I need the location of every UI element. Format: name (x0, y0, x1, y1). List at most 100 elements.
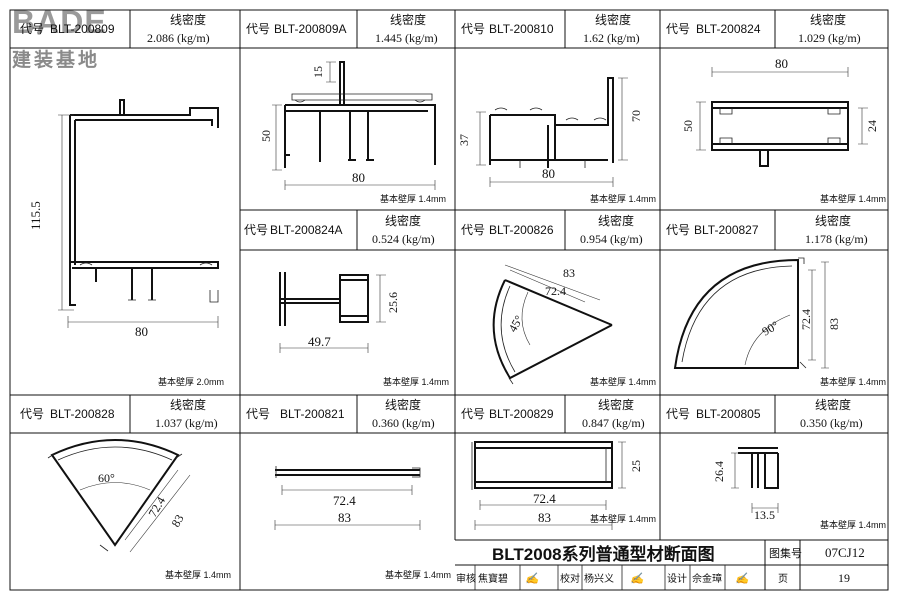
density-label: 线密度 (595, 12, 631, 27)
profile-code: BLT-200824 (696, 22, 761, 36)
density-label: 线密度 (170, 12, 206, 27)
page-number: 19 (838, 571, 850, 585)
reviewer-name: 焦寶碧 (478, 572, 508, 585)
atlas-label: 图集号 (769, 546, 802, 560)
reviewer-signature: ✍ (525, 572, 541, 585)
dim-label: 25 (629, 460, 643, 472)
dim-label: 60° (98, 471, 115, 485)
dim-label: 13.5 (754, 508, 775, 522)
profile-code: BLT-200805 (696, 407, 761, 421)
drawing-title: BLT2008系列普通型材断面图 (492, 544, 715, 564)
density-value: 0.524 (kg/m) (372, 232, 435, 246)
code-prefix: 代号 (666, 407, 690, 421)
profile-code: BLT-200829 (489, 407, 554, 421)
wall-thickness-note: 基本壁厚 1.4mm (590, 513, 656, 524)
density-value: 0.954 (kg/m) (580, 232, 643, 246)
bade-logo: BADE 建装基地 (12, 4, 107, 71)
density-label: 线密度 (815, 213, 851, 228)
density-label: 线密度 (385, 213, 421, 228)
wall-thickness-note: 基本壁厚 1.4mm (165, 569, 231, 580)
wall-thickness-note: 基本壁厚 1.4mm (590, 376, 656, 387)
dim-label: 83 (168, 512, 186, 529)
dim-label: 49.7 (308, 334, 331, 349)
wall-thickness-note: 基本壁厚 1.4mm (590, 193, 656, 204)
dim-label: 80 (542, 166, 555, 181)
check-label: 校对 (560, 572, 580, 585)
profile-drawing-blt-200827: 90° 72.4 83 基本壁厚 1.4mm (673, 257, 886, 387)
wall-thickness-note: 基本壁厚 1.4mm (383, 376, 449, 387)
cell-header-blt-200809a: 代号 BLT-200809A 线密度 1.445 (kg/m) (246, 12, 438, 45)
dim-label: 37 (457, 134, 471, 146)
density-value: 1.62 (kg/m) (583, 31, 640, 45)
profile-drawing-blt-200829: 25 72.4 83 基本壁厚 1.4mm (471, 441, 656, 530)
code-prefix: 代号 (246, 22, 270, 36)
profile-code: BLT-200827 (694, 223, 759, 237)
dim-label: 72.4 (545, 284, 566, 298)
dim-label: 83 (827, 318, 841, 330)
dim-label: 72.4 (333, 493, 356, 508)
density-value: 0.360 (kg/m) (372, 416, 435, 430)
dim-label: 83 (538, 510, 551, 525)
density-label: 线密度 (810, 12, 846, 27)
logo-subtitle: 建装基地 (12, 48, 100, 71)
density-label: 线密度 (390, 12, 426, 27)
profile-drawing-blt-200828: 60° 72.4 83 基本壁厚 1.4mm (47, 439, 231, 580)
dim-label: 90° (760, 318, 782, 339)
density-value: 1.029 (kg/m) (798, 31, 861, 45)
profile-code: BLT-200821 (280, 407, 345, 421)
checker-signature: ✍ (630, 572, 646, 585)
dim-label: 72.4 (533, 491, 556, 506)
cell-header-blt-200824: 代号 BLT-200824 线密度 1.029 (kg/m) (666, 12, 861, 45)
dim-label: 50 (681, 120, 695, 132)
designer-signature: ✍ (735, 572, 751, 585)
dim-label: 24 (865, 120, 879, 132)
code-prefix: 代号 (20, 407, 44, 421)
dim-label: 50 (259, 130, 273, 142)
wall-thickness-note: 基本壁厚 1.4mm (820, 376, 886, 387)
profile-code: BLT-200809A (274, 22, 347, 36)
density-value: 1.445 (kg/m) (375, 31, 438, 45)
dim-label: 80 (775, 56, 788, 71)
density-label: 线密度 (815, 397, 851, 412)
profile-drawing-blt-200809a: 15 50 80 基本壁厚 1.4mm (259, 61, 446, 204)
code-prefix: 代号 (461, 407, 485, 421)
density-label: 线密度 (598, 213, 634, 228)
profile-drawing-blt-200809: 115.5 80 基本壁厚 2.0mm (28, 99, 224, 387)
designer-name: 佘金璋 (692, 572, 722, 585)
code-prefix: 代号 (666, 22, 690, 36)
code-prefix: 代号 (246, 407, 270, 421)
code-prefix: 代号 (20, 22, 44, 36)
wall-thickness-note: 基本壁厚 1.4mm (385, 569, 451, 580)
density-label: 线密度 (170, 397, 206, 412)
dim-label: 15 (311, 66, 325, 78)
profile-drawing-blt-200824: 80 50 24 基本壁厚 1.4mm (681, 56, 886, 204)
dim-label: 83 (338, 510, 351, 525)
logo-text: BADE (12, 4, 107, 40)
profile-code: BLT-200810 (489, 22, 554, 36)
profile-code: BLT-200828 (50, 407, 115, 421)
atlas-number: 07CJ12 (825, 545, 865, 560)
dim-label: 70 (629, 110, 643, 122)
wall-thickness-note: 基本壁厚 1.4mm (820, 519, 886, 530)
density-value: 2.086 (kg/m) (147, 31, 210, 45)
dim-label: 72.4 (799, 309, 813, 330)
wall-thickness-note: 基本壁厚 1.4mm (820, 193, 886, 204)
dim-label: 45° (505, 313, 526, 335)
dim-label: 26.4 (712, 461, 726, 482)
drawing-grid (9, 9, 889, 591)
review-label: 审核 (456, 572, 476, 585)
